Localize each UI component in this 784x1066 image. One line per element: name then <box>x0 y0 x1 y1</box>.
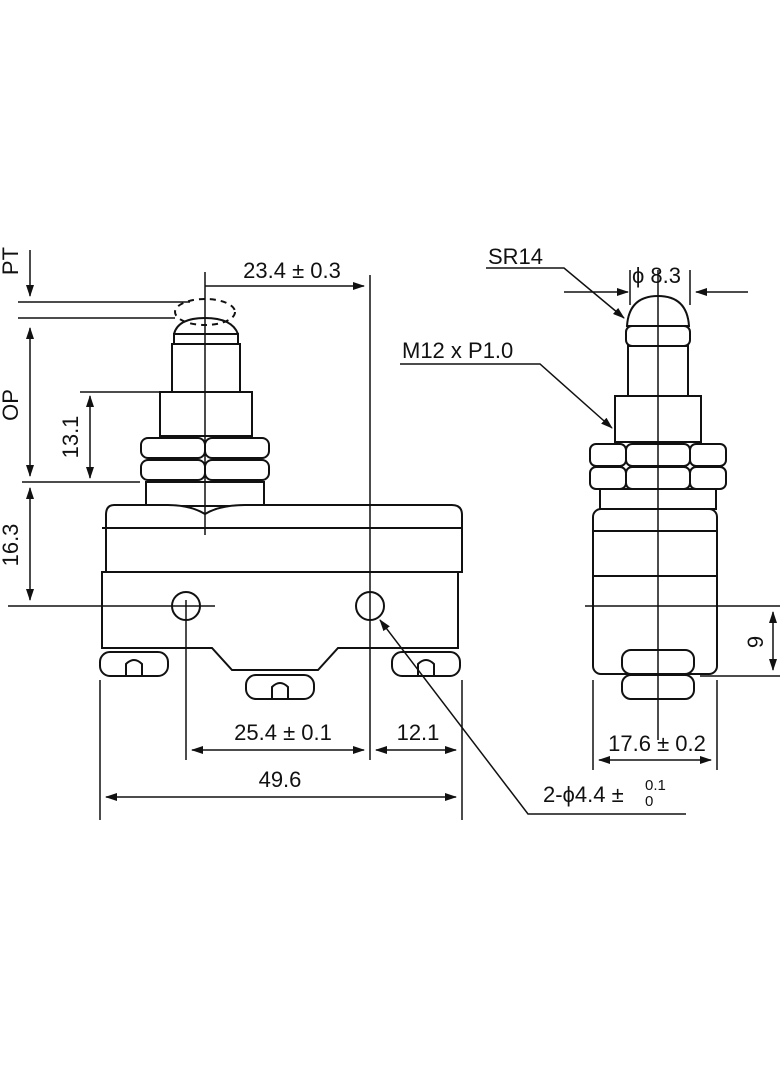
side-body <box>592 508 718 700</box>
side-width-label: 17.6 ± 0.2 <box>608 731 706 756</box>
sr-label: SR14 <box>488 244 543 269</box>
front-view: PT OP 13.1 16.3 23.4 ± 0.3 25.4 ± 0.1 12… <box>0 247 686 820</box>
hole-tol-upper: 0.1 <box>645 777 666 794</box>
side-view: SR14 ϕ 8.3 M12 x P1.0 9 17.6 ± 0.2 <box>400 244 780 770</box>
dim-16-3-label: 16.3 <box>0 524 23 567</box>
switch-body <box>101 504 463 671</box>
dim-width-label: 49.6 <box>259 767 302 792</box>
pt-label: PT <box>0 247 23 275</box>
dim-12-1-label: 12.1 <box>397 720 440 745</box>
hole-tol-lower: 0 <box>645 793 653 810</box>
plunger <box>159 298 253 437</box>
op-label: OP <box>0 389 23 421</box>
hex-nut-front <box>140 437 270 507</box>
dim-hole-pitch-label: 25.4 ± 0.1 <box>234 720 332 745</box>
dim-top-label: 23.4 ± 0.3 <box>243 258 341 283</box>
dim-9-label: 9 <box>743 636 768 648</box>
hex-nut-side <box>589 443 727 510</box>
hole-callout-label: 2-ϕ4.4 ± <box>543 782 624 807</box>
dia-label: ϕ 8.3 <box>632 263 681 288</box>
dim-13-1-label: 13.1 <box>58 416 83 459</box>
thread-label: M12 x P1.0 <box>402 338 513 363</box>
